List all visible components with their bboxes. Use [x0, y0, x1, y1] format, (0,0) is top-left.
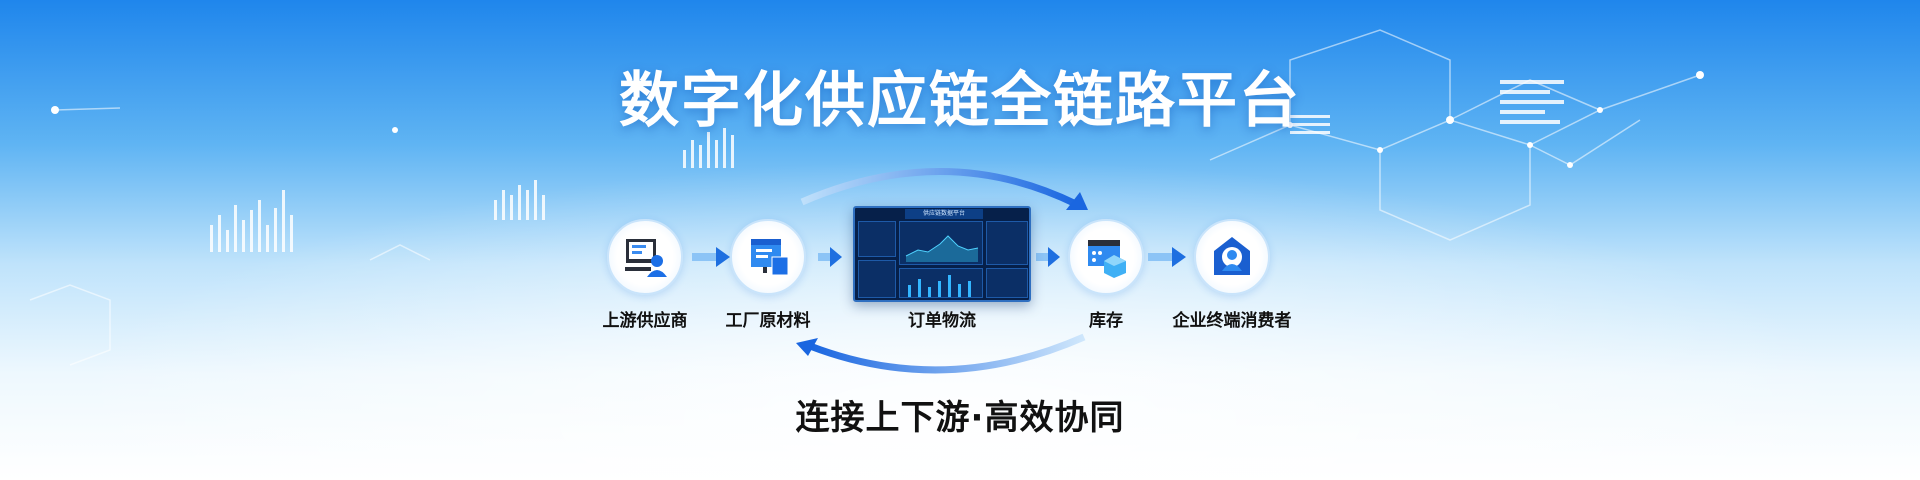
node-label: 上游供应商 — [602, 311, 688, 331]
dashboard-panel — [986, 268, 1028, 298]
arrow-right-icon — [818, 247, 842, 267]
banner-title: 数字化供应链全链路平台 — [619, 66, 1301, 136]
node-supplier — [607, 219, 683, 295]
arrow-right-icon — [1148, 247, 1186, 267]
node-label: 库存 — [1089, 311, 1123, 331]
node-label: 工厂原材料 — [725, 311, 811, 331]
dashboard-panel — [858, 260, 896, 298]
dashboard-line-chart — [899, 221, 983, 265]
supplier-computer-icon — [625, 239, 667, 277]
dashboard-title: 供应链数据平台 — [905, 209, 983, 219]
dashboard-bar-chart — [899, 268, 983, 298]
consumer-house-icon — [1214, 237, 1250, 275]
factory-materials-icon — [751, 239, 789, 276]
inventory-box-icon — [1088, 240, 1126, 278]
node-factory — [730, 219, 806, 295]
return-curve-arrow — [808, 333, 1086, 374]
banner-subtitle: 连接上下游·高效协同 — [795, 398, 1125, 438]
arrow-right-icon — [692, 247, 730, 267]
dashboard-preview: 供应链数据平台 — [853, 206, 1031, 302]
node-inventory — [1068, 219, 1144, 295]
node-label: 企业终端消费者 — [1172, 311, 1292, 331]
node-label: 订单物流 — [908, 311, 976, 331]
forward-curve-arrow — [800, 168, 1078, 208]
dashboard-panel — [986, 221, 1028, 265]
dashboard-panel — [858, 221, 896, 257]
arrow-right-icon — [1036, 247, 1060, 267]
node-consumer — [1194, 219, 1270, 295]
